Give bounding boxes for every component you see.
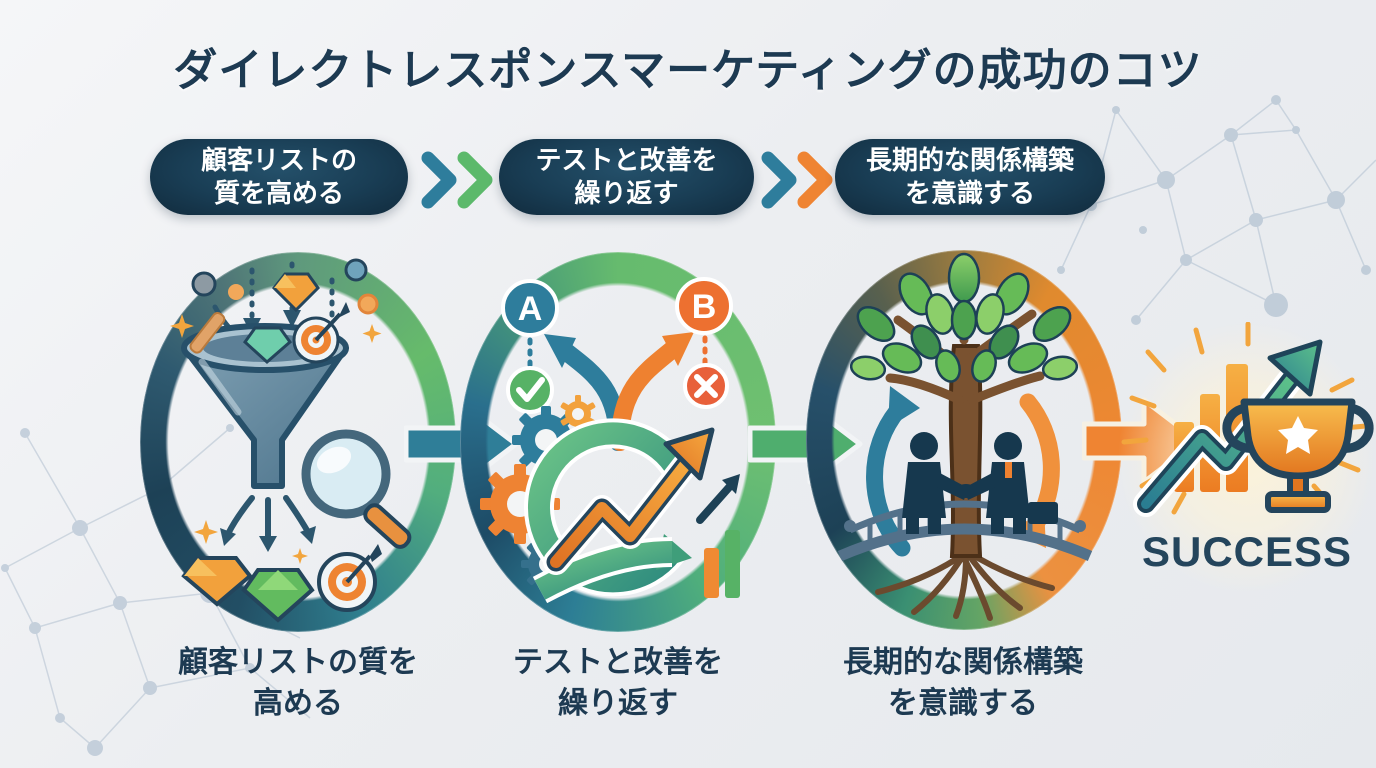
x-icon [683, 363, 729, 409]
cycle-arrow-left-icon [866, 386, 920, 557]
trophy-icon [1222, 398, 1374, 513]
magnifier-icon [301, 429, 412, 549]
step-1-pill: 顧客リストの 質を高める [150, 139, 408, 215]
gem-icon [243, 326, 293, 365]
mini-arrow-icon [696, 480, 736, 524]
loop-arrow-icon [524, 418, 692, 604]
step-1-circle [140, 252, 456, 632]
step-2-circle: A B [460, 252, 776, 632]
step-1-pill-line2: 質を高める [213, 178, 344, 208]
step-3-pill: 長期的な関係構築 を意識する [835, 139, 1105, 215]
svg-text:A: A [518, 290, 543, 328]
handshake-people-icon [902, 432, 1058, 534]
sphere-icon [344, 258, 368, 282]
check-icon [506, 366, 554, 414]
step-2-pill: テストと改善を 繰り返す [499, 139, 754, 215]
step-3-circle [806, 250, 1122, 630]
relationship-tree-illustration [837, 252, 1093, 621]
bar-icon [704, 548, 719, 598]
leaves-icon [849, 252, 1079, 383]
success-illustration [1121, 322, 1374, 517]
target-icon [317, 544, 382, 612]
sparkle-icon [170, 314, 382, 564]
gear-icon [560, 395, 596, 433]
gem-icon [181, 556, 253, 607]
pencil-icon [189, 311, 226, 354]
gem-icon [271, 272, 320, 313]
svg-text:B: B [692, 288, 717, 326]
chevron-arrows-2-icon [761, 151, 833, 209]
tie-icon [1005, 462, 1012, 478]
target-icon [292, 302, 350, 364]
step-2-caption: テストと改善を 繰り返す [468, 642, 768, 724]
roots-icon [875, 549, 1055, 621]
step-1-caption: 顧客リストの質を 高める [138, 642, 458, 724]
step-2-pill-line1: テストと改善を [535, 145, 718, 175]
sphere-icon [228, 284, 244, 300]
step-3-pill-line1: 長期的な関係構築 [865, 145, 1074, 175]
branch-arrowhead-a [544, 334, 576, 368]
network-decoration-top-right [1057, 95, 1376, 325]
gem-icon [241, 568, 315, 623]
step-1-caption-line1: 顧客リストの質を [178, 646, 418, 679]
variant-b-badge: B [675, 277, 733, 335]
step-3-pill-line2: を意識する [904, 178, 1035, 208]
step-2-caption-line1: テストと改善を [513, 646, 723, 679]
funnel-illustration [170, 258, 412, 623]
step-3-caption-line2: を意識する [888, 687, 1038, 720]
branch-arrowhead-b [662, 332, 694, 366]
chevron-arrows-1-icon [421, 151, 493, 209]
sphere-icon [191, 271, 217, 297]
variant-a-badge: A [501, 279, 559, 337]
hands-icon [956, 484, 976, 498]
step-2-pill-line2: 繰り返す [574, 178, 679, 208]
step-1-pill-line1: 顧客リストの [200, 145, 357, 175]
bar-icon [725, 530, 740, 598]
star-icon [1278, 416, 1318, 454]
step-2-caption-line2: 繰り返す [558, 687, 678, 720]
success-label: SUCCESS [1141, 528, 1353, 575]
step-3-caption-line1: 長期的な関係構築 [843, 646, 1083, 679]
step-3-caption: 長期的な関係構築 を意識する [798, 642, 1128, 724]
success-badge: SUCCESS [1118, 322, 1376, 594]
sphere-icon [357, 293, 379, 315]
growth-arrow-icon [543, 427, 715, 575]
ab-test-illustration: A B [480, 277, 740, 604]
step-1-caption-line2: 高める [253, 687, 343, 720]
page-title: ダイレクトレスポンスマーケティングの成功のコツ [173, 46, 1203, 95]
